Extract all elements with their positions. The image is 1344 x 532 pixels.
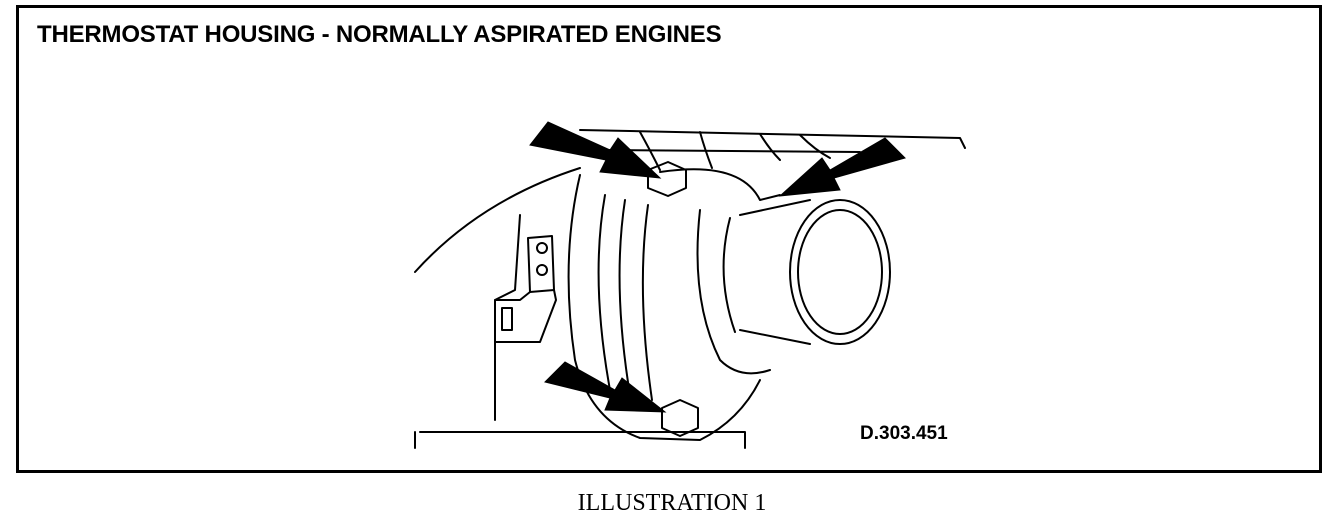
outlet-pipe-inner: [797, 209, 883, 335]
illustration-frame: THERMOSTAT HOUSING - NORMALLY ASPIRATED …: [16, 5, 1322, 473]
engine-casing-left-edge: [494, 214, 521, 421]
arrow-lower-left: [544, 361, 667, 413]
engine-block-top-edge: [579, 129, 966, 149]
mounting-bracket: [494, 235, 557, 343]
engine-block-upper-line: [599, 149, 861, 153]
bolt-top: [647, 161, 687, 197]
figure-reference-code: D.303.451: [860, 423, 948, 444]
engine-block-left-curve: [414, 167, 581, 273]
bracket-slot: [501, 307, 513, 331]
housing-body-outline: [567, 174, 761, 441]
bolt-bottom: [661, 399, 699, 437]
engine-base-line: [414, 431, 746, 449]
bracket-hole-bottom: [536, 264, 548, 276]
engine-block-fins: [639, 131, 831, 171]
arrow-upper-right: [778, 137, 906, 197]
outlet-pipe-rim: [789, 199, 891, 345]
outlet-pipe-body: [722, 199, 811, 345]
bracket-hole-top: [536, 242, 548, 254]
illustration-caption: ILLUSTRATION 1: [577, 490, 767, 516]
diagram-title: THERMOSTAT HOUSING - NORMALLY ASPIRATED …: [37, 21, 722, 48]
arrow-upper-left: [529, 121, 662, 179]
housing-ribs: [597, 194, 653, 401]
housing-flange: [659, 168, 781, 375]
